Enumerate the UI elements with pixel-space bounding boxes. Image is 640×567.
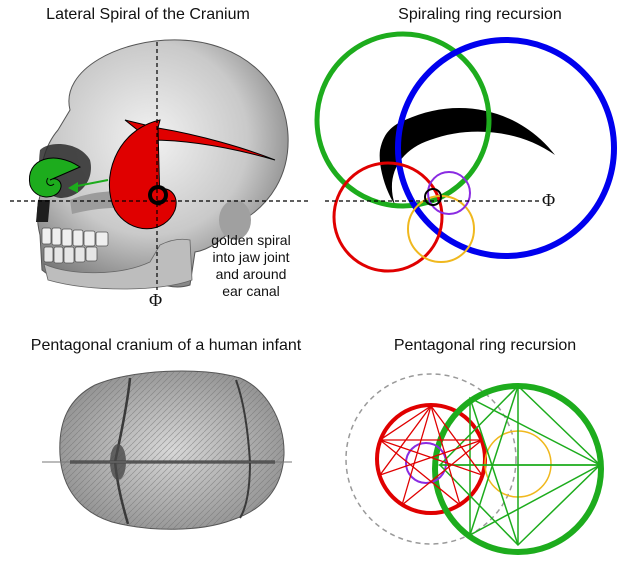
skull-illustration (29, 39, 289, 290)
crescent-shape (379, 107, 555, 205)
green-triangles (438, 384, 602, 547)
title-pentagonal-ring: Pentagonal ring recursion (393, 337, 577, 354)
title-lateral-spiral: Lateral Spiral of the Cranium (46, 6, 250, 23)
ring-pent-red (375, 403, 487, 515)
phi-label-vertical: Φ (149, 290, 163, 310)
note-line: ear canal (222, 283, 280, 299)
phi-label-horizontal: Φ (542, 190, 556, 210)
red-pentagram (378, 404, 484, 507)
ring-gray-dashed (345, 373, 517, 545)
note-line: into jaw joint (212, 249, 290, 265)
note-line: golden spiral (211, 232, 291, 248)
title-spiraling-ring: Spiraling ring recursion (398, 6, 562, 23)
note-line: and around (215, 266, 287, 282)
infant-cranium-illustration (59, 370, 285, 530)
golden-spiral-note: golden spiral into jaw joint and around … (196, 232, 306, 300)
ring-blue (395, 37, 617, 259)
ring-purple (427, 171, 471, 215)
ring-red (332, 161, 444, 273)
ring-green (314, 31, 492, 209)
ring-small-inner (424, 188, 442, 206)
title-pentagonal-cranium: Pentagonal cranium of a human infant (30, 337, 302, 354)
